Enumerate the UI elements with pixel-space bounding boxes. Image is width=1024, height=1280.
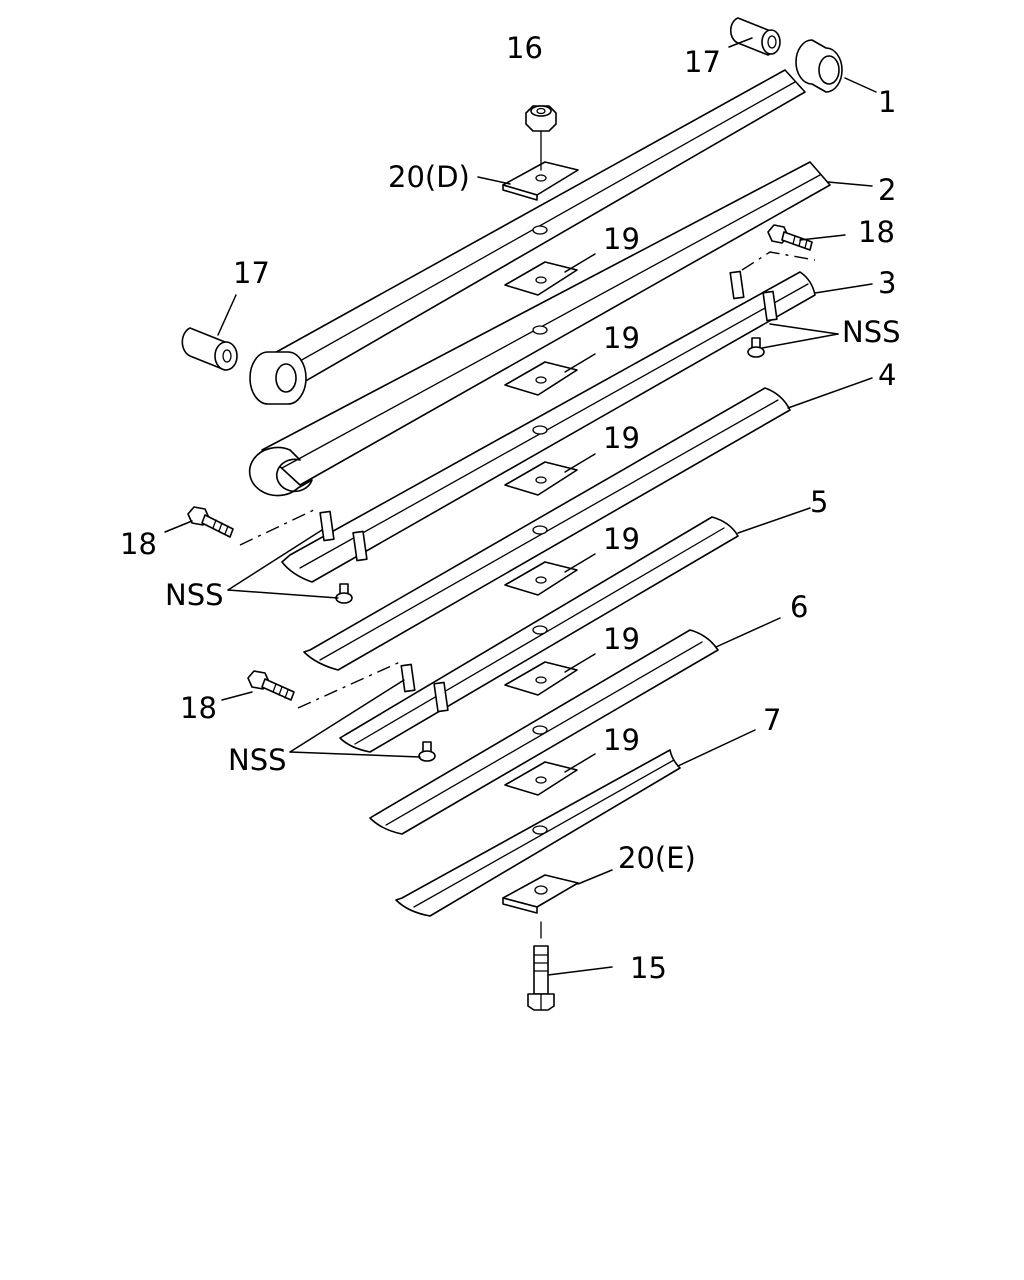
label-part-19-1: 19 xyxy=(603,222,640,256)
label-part-4: 4 xyxy=(878,358,896,392)
label-nss-top: NSS xyxy=(842,315,901,349)
label-part-19-5: 19 xyxy=(603,622,640,656)
label-part-18-mid: 18 xyxy=(120,527,157,561)
nss-rivet-top xyxy=(747,337,765,358)
label-nss-low: NSS xyxy=(228,743,287,777)
label-part-19-2: 19 xyxy=(603,321,640,355)
label-part-2: 2 xyxy=(878,173,896,207)
clip-bolt-18-mid xyxy=(187,506,234,538)
leaf-7 xyxy=(395,749,681,917)
label-part-3: 3 xyxy=(878,266,896,300)
label-part-17-rear: 17 xyxy=(684,45,721,79)
nss-rivet-low xyxy=(418,741,436,762)
label-part-1: 1 xyxy=(878,85,896,119)
label-part-19-4: 19 xyxy=(603,522,640,556)
label-part-20e: 20(E) xyxy=(618,841,696,875)
leaf-2 xyxy=(248,161,831,497)
label-nss-mid: NSS xyxy=(165,578,224,612)
label-part-17-front: 17 xyxy=(233,256,270,290)
label-part-15: 15 xyxy=(630,951,667,985)
clip-bolt-18-top xyxy=(767,224,813,251)
leader-lines xyxy=(164,37,877,976)
label-part-18-low: 18 xyxy=(180,691,217,725)
leaf-1 xyxy=(249,39,843,405)
nss-rivet-mid xyxy=(335,583,353,604)
leaf-6 xyxy=(369,629,719,835)
plate-20e xyxy=(502,874,579,914)
bushing-17-rear xyxy=(729,17,781,56)
label-part-16: 16 xyxy=(506,31,543,65)
leaf-4 xyxy=(303,387,791,671)
nut-16 xyxy=(525,105,557,132)
label-part-5: 5 xyxy=(810,485,828,519)
liner-pads-19 xyxy=(504,261,578,796)
clip-bolt-18-low xyxy=(247,670,295,701)
bushing-17-front xyxy=(181,327,238,371)
label-part-6: 6 xyxy=(790,590,808,624)
label-part-20d: 20(D) xyxy=(388,160,470,194)
leaf-5 xyxy=(339,516,739,753)
center-bolt-15 xyxy=(527,945,555,1011)
label-part-7: 7 xyxy=(763,703,781,737)
label-part-19-3: 19 xyxy=(603,421,640,455)
label-part-18-top: 18 xyxy=(858,215,895,249)
leaf-3 xyxy=(281,270,816,583)
plate-20d xyxy=(502,161,579,201)
label-part-19-6: 19 xyxy=(603,723,640,757)
